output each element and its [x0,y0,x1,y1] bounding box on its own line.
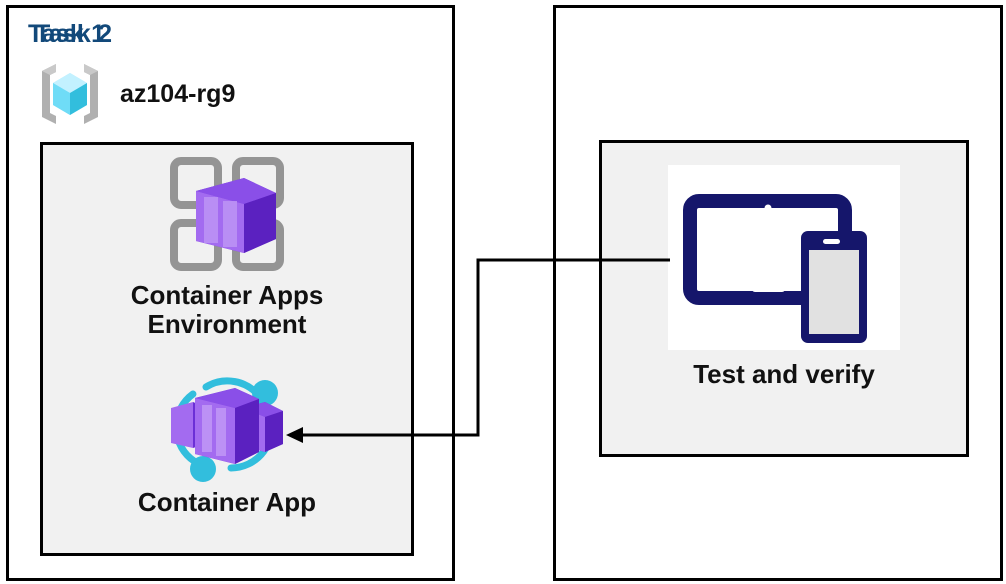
container-apps-environment-node: Container Apps Environment [40,155,414,339]
container-app-label: Container App [137,487,317,517]
container-app-node: Container App [40,368,414,517]
test-and-verify-node: Test and verify [599,165,969,389]
azure-resource-group-icon [34,60,106,128]
azure-container-apps-environment-icon [166,155,288,273]
resource-group-header: az104-rg9 [34,60,235,128]
resource-group-label: az104-rg9 [120,79,236,108]
task-2-title: Task 2 [35,20,113,48]
task-1-title: Task 1 [28,20,106,48]
test-and-verify-devices-icon [668,165,900,350]
azure-container-app-icon [157,368,297,484]
container-apps-environment-label: Container Apps Environment [130,280,324,340]
test-and-verify-label: Test and verify [693,359,875,389]
